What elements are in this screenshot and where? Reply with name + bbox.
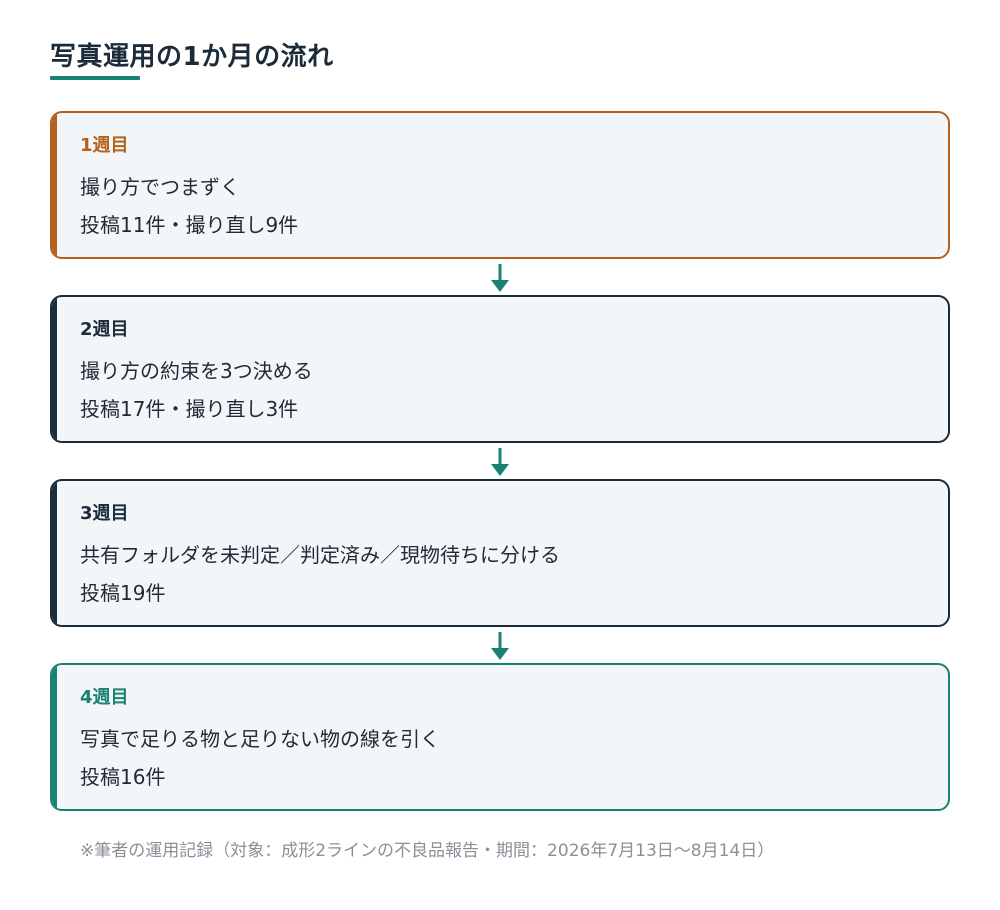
week-1-description: 撮り方でつまずく <box>80 175 240 199</box>
footnote: ※筆者の運用記録（対象：成形2ラインの不良品報告・期間：2026年7月13日〜8… <box>80 841 775 861</box>
week-4-card: 4週目 写真で足りる物と足りない物の線を引く 投稿16件 <box>50 663 950 811</box>
arrow-down-icon <box>491 264 509 292</box>
week-4-description: 写真で足りる物と足りない物の線を引く <box>80 727 440 751</box>
week-3-description: 共有フォルダを未判定／判定済み／現物待ちに分ける <box>80 543 560 567</box>
week-3-card: 3週目 共有フォルダを未判定／判定済み／現物待ちに分ける 投稿19件 <box>50 479 950 627</box>
week-2-label: 2週目 <box>80 319 129 340</box>
week-1-label: 1週目 <box>80 135 129 156</box>
page-title: 写真運用の1か月の流れ <box>50 42 334 72</box>
week-2-description: 撮り方の約束を3つ決める <box>80 359 313 383</box>
week-4-stats: 投稿16件 <box>80 765 166 789</box>
week-3-accent-bar <box>52 481 57 625</box>
week-3-stats: 投稿19件 <box>80 581 166 605</box>
week-2-accent-bar <box>52 297 57 441</box>
title-underline <box>50 76 140 80</box>
week-1-card: 1週目 撮り方でつまずく 投稿11件・撮り直し9件 <box>50 111 950 259</box>
week-4-accent-bar <box>52 665 57 809</box>
week-3-label: 3週目 <box>80 503 129 524</box>
week-4-label: 4週目 <box>80 687 129 708</box>
arrow-down-icon <box>491 448 509 476</box>
arrow-down-icon <box>491 632 509 660</box>
week-1-stats: 投稿11件・撮り直し9件 <box>80 213 299 237</box>
week-1-accent-bar <box>52 113 57 257</box>
week-2-stats: 投稿17件・撮り直し3件 <box>80 397 299 421</box>
week-2-card: 2週目 撮り方の約束を3つ決める 投稿17件・撮り直し3件 <box>50 295 950 443</box>
